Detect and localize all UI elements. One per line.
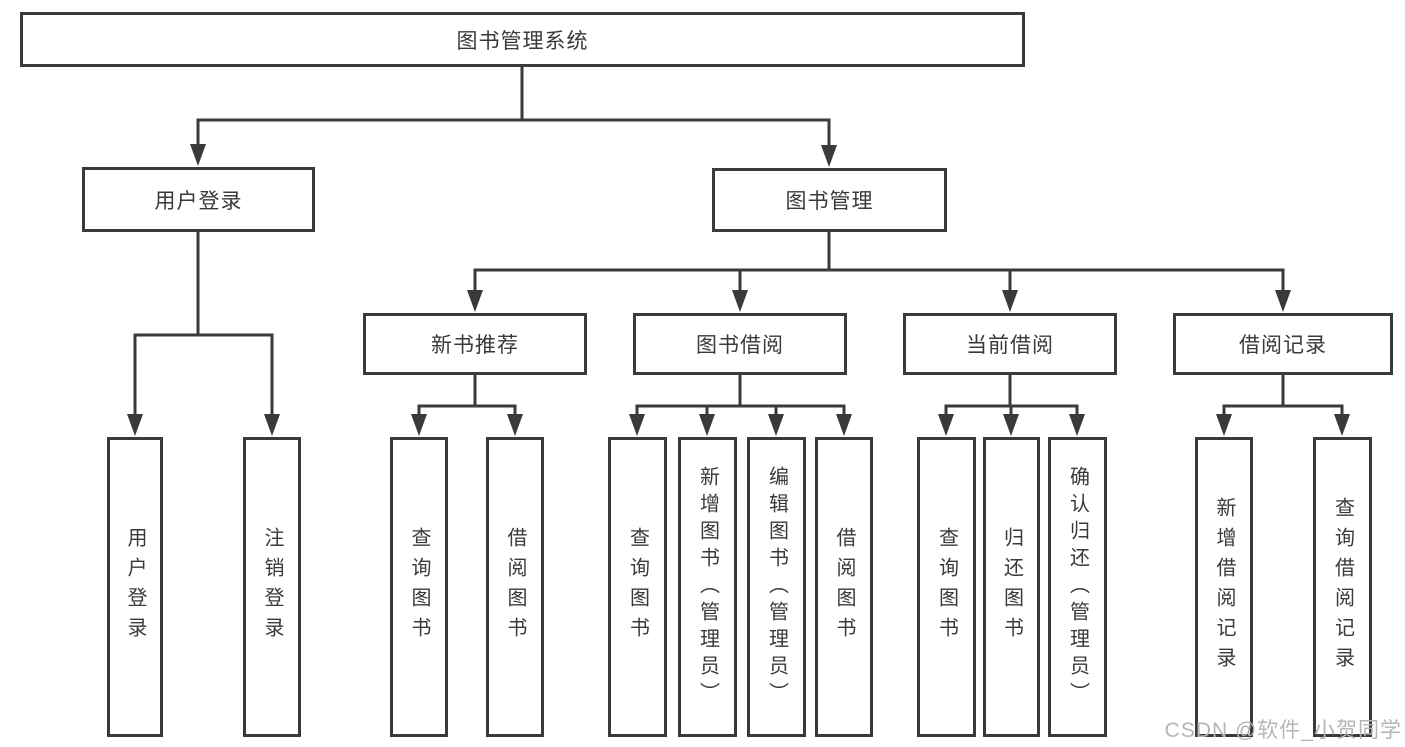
node-label: 当前借阅 — [966, 334, 1054, 357]
leaf-add-borrow-record: 新增借阅记录 — [1195, 437, 1253, 737]
node-label: 图书管理系统 — [456, 29, 589, 53]
leaf-edit-books-admin: 编辑图书（管理员） — [747, 437, 806, 737]
leaf-borrow-books-recommend: 借阅图书 — [486, 437, 544, 737]
csdn-watermark: CSDN @软件_小贺同学 — [1164, 719, 1402, 742]
leaf-confirm-return-admin: 确认归还（管理员） — [1048, 437, 1107, 737]
node-label: 查询借阅记录 — [1331, 497, 1354, 677]
leaf-logout: 注销登录 — [243, 437, 301, 737]
leaf-query-borrow-record: 查询借阅记录 — [1313, 437, 1372, 737]
node-label: 新增借阅记录 — [1213, 497, 1235, 677]
node-label: 确认归还（管理员） — [1066, 465, 1089, 709]
leaf-user-login: 用户登录 — [107, 437, 163, 737]
node-label: 新书推荐 — [431, 334, 519, 357]
node-label: 借阅记录 — [1239, 334, 1327, 357]
node-current-borrowing: 当前借阅 — [903, 313, 1117, 375]
node-label: 图书管理 — [785, 190, 874, 213]
node-label: 新增图书（管理员） — [696, 465, 719, 709]
leaf-query-books-recommend: 查询图书 — [390, 437, 448, 737]
node-label: 归还图书 — [1000, 527, 1023, 647]
node-user-login: 用户登录 — [82, 167, 315, 232]
node-label: 借阅图书 — [833, 527, 855, 647]
leaf-query-books-current: 查询图书 — [917, 437, 976, 737]
node-label: 图书借阅 — [696, 334, 784, 357]
leaf-borrow-books: 借阅图书 — [815, 437, 873, 737]
node-new-book-recommend: 新书推荐 — [363, 313, 587, 375]
node-borrow-records: 借阅记录 — [1173, 313, 1393, 375]
leaf-add-books-admin: 新增图书（管理员） — [678, 437, 737, 737]
node-label: 编辑图书（管理员） — [765, 465, 788, 709]
node-label: 注销登录 — [261, 527, 283, 647]
leaf-return-books: 归还图书 — [983, 437, 1040, 737]
node-label: 用户登录 — [124, 527, 146, 647]
leaf-query-books-borrow: 查询图书 — [608, 437, 667, 737]
node-label: 借阅图书 — [504, 527, 526, 647]
node-label: 查询图书 — [408, 527, 430, 647]
node-book-borrowing: 图书借阅 — [633, 313, 847, 375]
node-book-management: 图书管理 — [712, 168, 947, 232]
node-library-system: 图书管理系统 — [20, 12, 1025, 67]
node-label: 用户登录 — [154, 189, 243, 213]
node-label: 查询图书 — [935, 527, 958, 647]
arrowheads — [127, 144, 1350, 436]
node-label: 查询图书 — [626, 527, 649, 647]
